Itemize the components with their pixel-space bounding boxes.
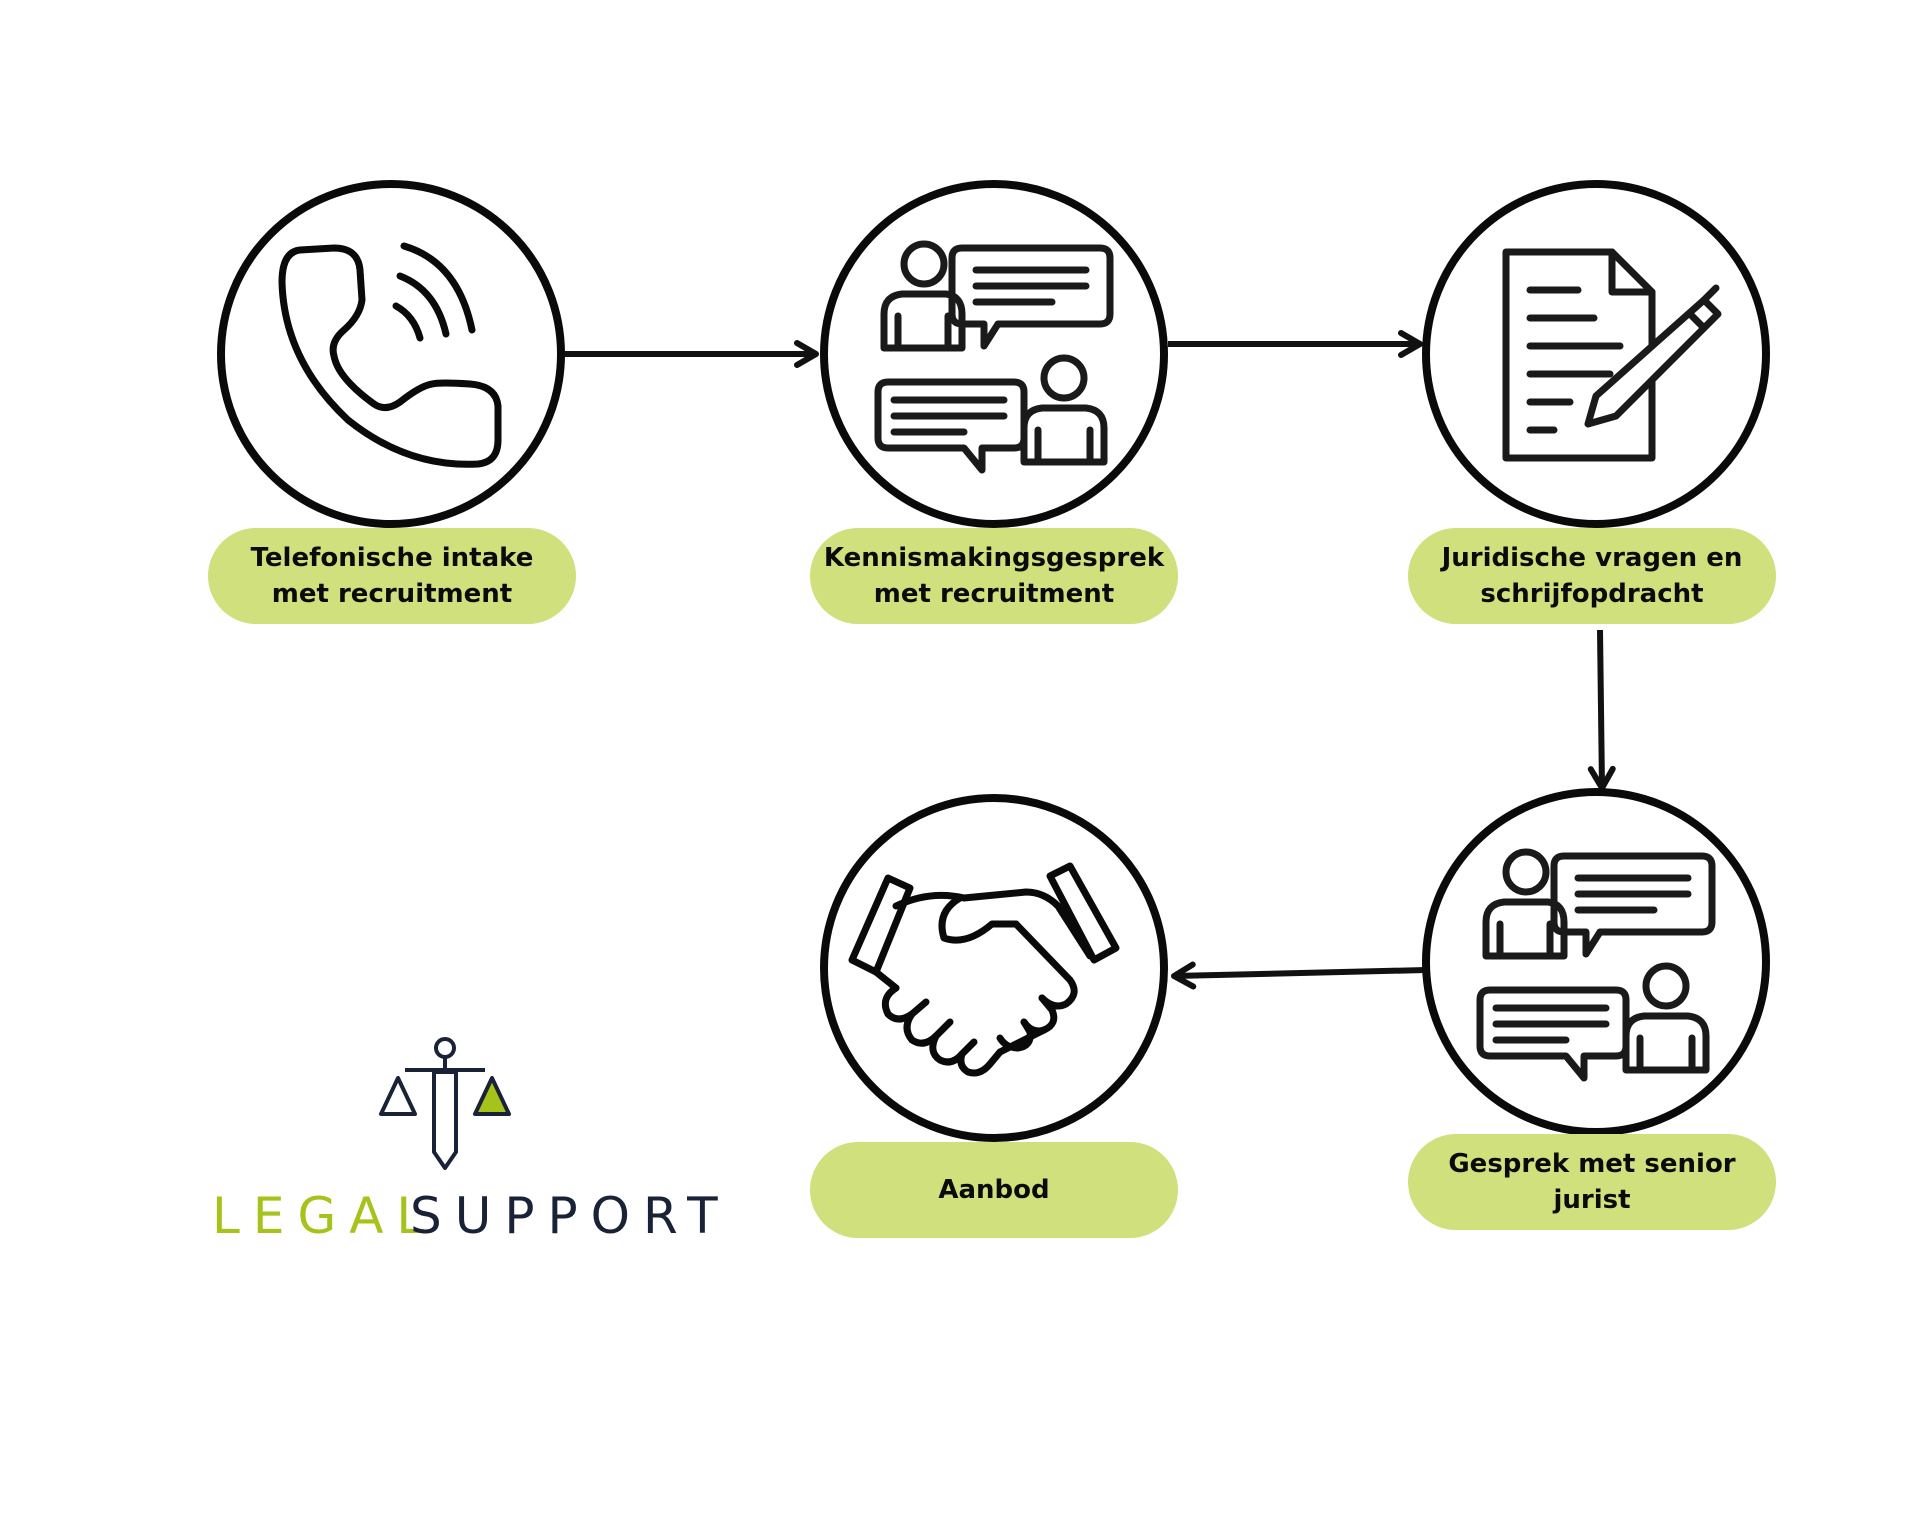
step-1-label-pill: Telefonische intake met recruitment xyxy=(208,528,576,624)
step-5-label-pill: Aanbod xyxy=(810,1142,1178,1238)
step-2-node xyxy=(820,180,1168,528)
document-pen-icon xyxy=(1502,248,1722,462)
scales-sword-icon xyxy=(379,1037,511,1170)
step-3-label-pill: Juridische vragen en schrijfopdracht xyxy=(1408,528,1776,624)
step-2-label-pill: Kennismakingsgesprek met recruitment xyxy=(810,528,1178,624)
phone-call-icon xyxy=(278,242,502,468)
connectors xyxy=(562,330,1616,990)
handshake-icon xyxy=(848,862,1120,1077)
step-1-node xyxy=(217,180,565,528)
logo-word-legal: LEGAL xyxy=(212,1187,438,1245)
step-4-node xyxy=(1422,788,1770,1136)
arrow-3-to-4 xyxy=(1587,629,1616,791)
step-3-label: Juridische vragen en schrijfopdracht xyxy=(1441,543,1743,609)
step-4-label-pill: Gesprek met senior jurist xyxy=(1408,1134,1776,1230)
step-2-label: Kennismakingsgesprek met recruitment xyxy=(823,543,1165,609)
logo-word-support: SUPPORT xyxy=(410,1187,731,1245)
step-3-node xyxy=(1422,180,1770,528)
step-1-label: Telefonische intake met recruitment xyxy=(250,543,534,609)
step-5-label: Aanbod xyxy=(938,1175,1050,1205)
step-4-label: Gesprek met senior jurist xyxy=(1448,1149,1736,1215)
arrow-4-to-5 xyxy=(1171,961,1427,990)
step-5-node xyxy=(820,794,1168,1142)
